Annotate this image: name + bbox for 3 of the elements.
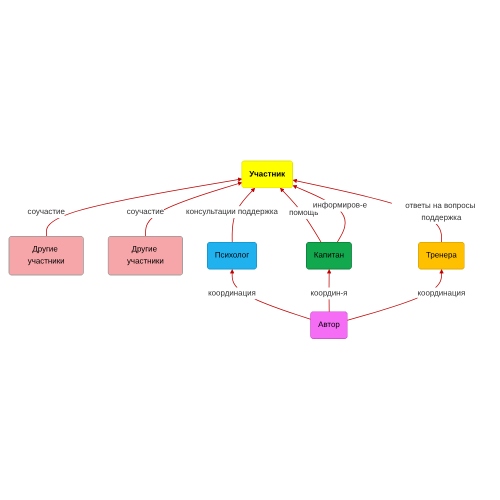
arrow [46, 178, 242, 238]
arrow [280, 188, 322, 244]
arrow [145, 182, 242, 238]
